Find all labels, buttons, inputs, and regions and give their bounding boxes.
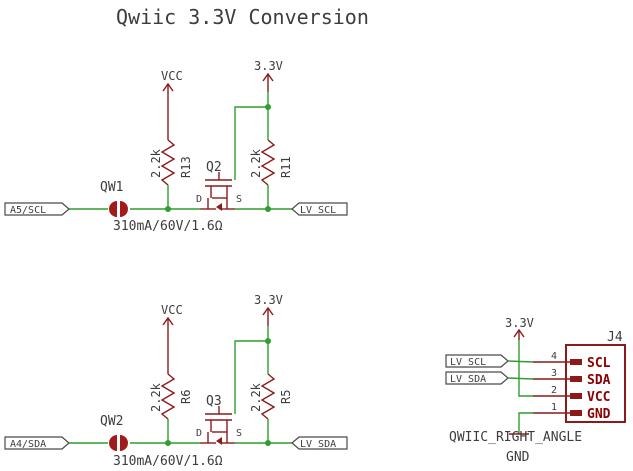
svg-text:Q2: Q2 xyxy=(206,160,222,175)
svg-text:R11: R11 xyxy=(279,156,293,178)
rail-3v3-bottom: 3.3V xyxy=(254,293,283,374)
pin-name: GND xyxy=(587,407,611,422)
svg-text:A5/SCL: A5/SCL xyxy=(10,205,46,216)
svg-text:Q3: Q3 xyxy=(206,394,222,409)
mosfet-q2: Q2 D S xyxy=(196,160,242,211)
svg-text:2.2k: 2.2k xyxy=(249,148,263,178)
pin-name: VCC xyxy=(587,390,610,405)
jumper-qw1: QW1 310mA/60V/1.6Ω xyxy=(100,180,223,234)
svg-text:R6: R6 xyxy=(179,390,193,404)
vcc-rail-top: VCC xyxy=(161,69,183,140)
resistor-r6: 2.2k R6 xyxy=(149,373,193,443)
svg-text:LV_SCL: LV_SCL xyxy=(450,357,486,368)
pin-name: SDA xyxy=(587,373,611,388)
svg-text:S: S xyxy=(236,194,242,205)
pin-number: 1 xyxy=(551,402,557,413)
svg-text:J4: J4 xyxy=(607,330,623,345)
svg-text:R5: R5 xyxy=(279,390,293,404)
svg-text:QWIIC_RIGHT_ANGLE: QWIIC_RIGHT_ANGLE xyxy=(449,430,582,445)
svg-text:3.3V: 3.3V xyxy=(254,293,283,307)
svg-text:R13: R13 xyxy=(179,156,193,178)
pin-number: 2 xyxy=(551,385,557,396)
svg-text:VCC: VCC xyxy=(161,69,183,83)
resistor-r13: 2.2k R13 xyxy=(149,139,193,209)
svg-text:S: S xyxy=(236,428,242,439)
pin-number: 3 xyxy=(551,368,557,379)
output-net-flag-lv-scl: LV_SCL xyxy=(291,202,348,216)
rail-3v3-top: 3.3V xyxy=(254,59,283,140)
svg-text:GND: GND xyxy=(506,450,530,465)
mosfet-q3: Q3 D S xyxy=(196,394,242,445)
svg-text:2.2k: 2.2k xyxy=(149,382,163,412)
svg-text:2.2k: 2.2k xyxy=(249,382,263,412)
jumper-qw2: QW2 310mA/60V/1.6Ω xyxy=(100,414,223,469)
svg-text:LV_SDA: LV_SDA xyxy=(450,374,486,385)
resistor-r5: 2.2k R5 xyxy=(249,373,293,443)
svg-text:310mA/60V/1.6Ω: 310mA/60V/1.6Ω xyxy=(113,454,223,469)
svg-text:LV_SDA: LV_SDA xyxy=(300,439,336,450)
pin-name: SCL xyxy=(587,356,611,371)
top-circuit: A5/SCL QW1 310mA/60V/1.6Ω VCC 2.2k R13 xyxy=(4,59,348,234)
svg-text:D: D xyxy=(196,428,202,439)
schematic-title: Qwiic 3.3V Conversion xyxy=(116,5,369,29)
svg-text:QW2: QW2 xyxy=(100,414,123,429)
vcc-rail-bottom: VCC xyxy=(161,303,183,374)
svg-text:2.2k: 2.2k xyxy=(149,148,163,178)
connector-j4: J4 4 3 2 1 SCL SDA VCC GND LV_SCL LV_SDA xyxy=(445,316,626,465)
input-net-flag-sda: A4/SDA xyxy=(4,436,70,450)
pin-number: 4 xyxy=(551,351,557,362)
svg-text:D: D xyxy=(196,194,202,205)
svg-text:A4/SDA: A4/SDA xyxy=(10,439,46,450)
svg-text:3.3V: 3.3V xyxy=(254,59,283,73)
input-net-flag-scl: A5/SCL xyxy=(4,202,70,216)
connector-flag-lv-sda: LV_SDA xyxy=(445,371,509,385)
svg-text:QW1: QW1 xyxy=(100,180,123,195)
svg-text:LV_SCL: LV_SCL xyxy=(300,205,336,216)
connector-flag-lv-scl: LV_SCL xyxy=(445,354,509,368)
output-net-flag-lv-sda: LV_SDA xyxy=(291,436,348,450)
resistor-r11: 2.2k R11 xyxy=(249,139,293,209)
bottom-circuit: A4/SDA QW2 310mA/60V/1.6Ω VCC 2.2k R6 xyxy=(4,293,348,469)
svg-text:VCC: VCC xyxy=(161,303,183,317)
svg-text:3.3V: 3.3V xyxy=(505,316,534,330)
svg-text:310mA/60V/1.6Ω: 310mA/60V/1.6Ω xyxy=(113,219,223,234)
